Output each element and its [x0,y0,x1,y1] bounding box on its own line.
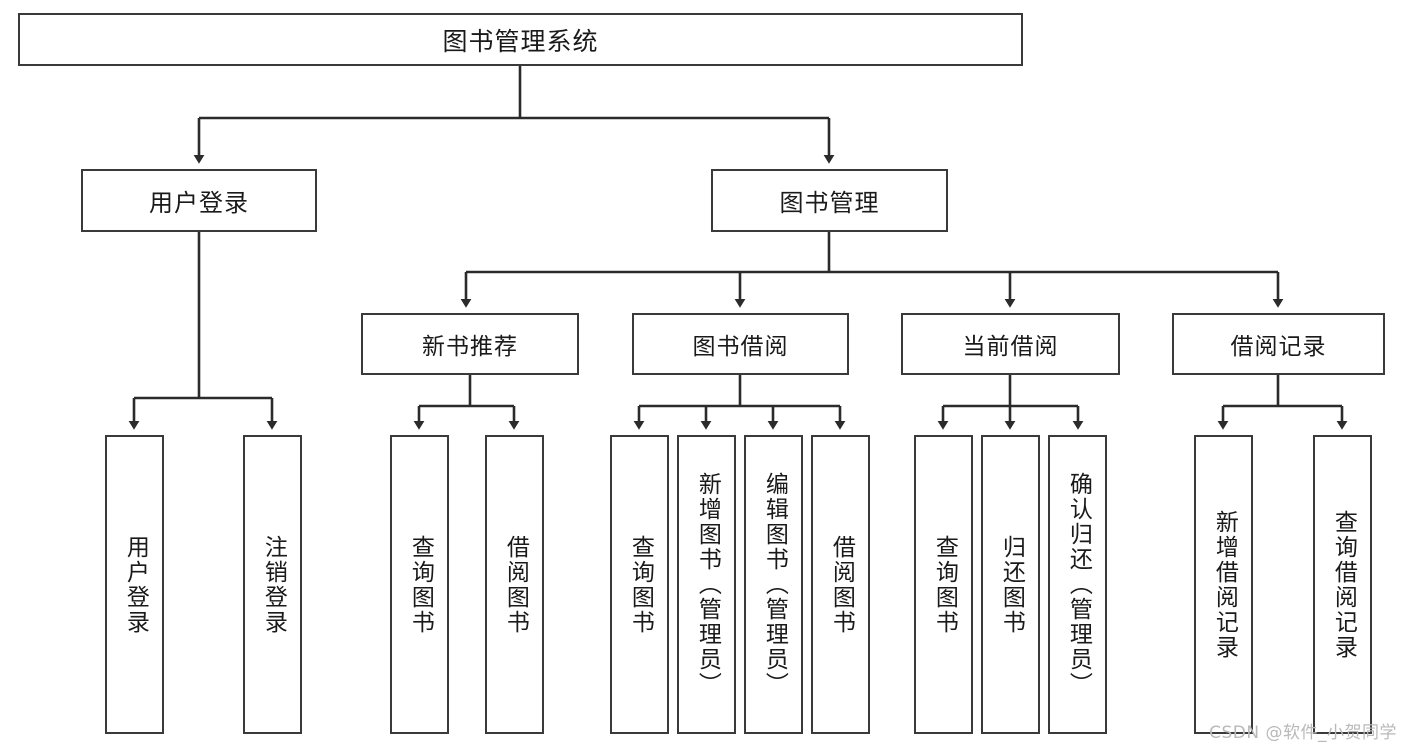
node-label: 图书管理 [779,189,880,217]
node-label: 注销登录 [260,534,287,635]
node-label: 当前借阅 [962,334,1059,360]
node-leaf-query-record[interactable]: 查询借阅记录 [1313,435,1372,734]
node-leaf-logout-login[interactable]: 注销登录 [243,435,302,734]
node-leaf-borrow-book-2[interactable]: 借阅图书 [811,435,870,734]
node-label: 用户登录 [122,534,149,635]
node-leaf-user-login[interactable]: 用户登录 [105,435,164,734]
node-label: 借阅图书 [828,534,855,635]
node-label: 归还图书 [998,534,1025,635]
node-leaf-edit-book[interactable]: 编辑图书（管理员） [744,435,803,734]
node-label: 新增借阅记录 [1211,509,1238,660]
node-label: 用户登录 [149,189,249,217]
node-book-borrow[interactable]: 图书借阅 [632,313,849,375]
node-leaf-add-book[interactable]: 新增图书（管理员） [677,435,736,734]
node-user-login[interactable]: 用户登录 [81,169,317,232]
node-leaf-confirm-return[interactable]: 确认归还（管理员） [1048,435,1107,734]
node-label: 确认归还（管理员） [1065,472,1092,697]
node-current-borrow[interactable]: 当前借阅 [901,313,1120,375]
node-label: 借阅记录 [1230,334,1327,360]
node-label: 查询图书 [627,534,654,635]
node-label: 图书借阅 [692,334,789,360]
node-label: 新增图书（管理员） [694,472,721,697]
node-label: 图书管理系统 [442,26,599,56]
node-label: 查询借阅记录 [1330,509,1357,660]
node-leaf-query-book-3[interactable]: 查询图书 [914,435,973,734]
node-book-management[interactable]: 图书管理 [711,169,948,232]
node-label: 借阅图书 [502,534,529,635]
csdn-watermark: CSDN @软件_小贺同学 [1209,723,1397,743]
node-label: 查询图书 [407,534,434,635]
node-leaf-query-book-2[interactable]: 查询图书 [610,435,669,734]
node-borrow-record[interactable]: 借阅记录 [1172,313,1385,375]
node-leaf-borrow-book-1[interactable]: 借阅图书 [485,435,544,734]
node-leaf-return-book[interactable]: 归还图书 [981,435,1040,734]
node-root-book-management-system[interactable]: 图书管理系统 [18,13,1023,66]
node-label: 新书推荐 [422,334,518,360]
node-label: 查询图书 [931,534,958,635]
node-new-book-recommend[interactable]: 新书推荐 [361,313,579,375]
node-leaf-query-book-1[interactable]: 查询图书 [390,435,449,734]
node-leaf-add-record[interactable]: 新增借阅记录 [1194,435,1253,734]
node-label: 编辑图书（管理员） [761,472,788,697]
